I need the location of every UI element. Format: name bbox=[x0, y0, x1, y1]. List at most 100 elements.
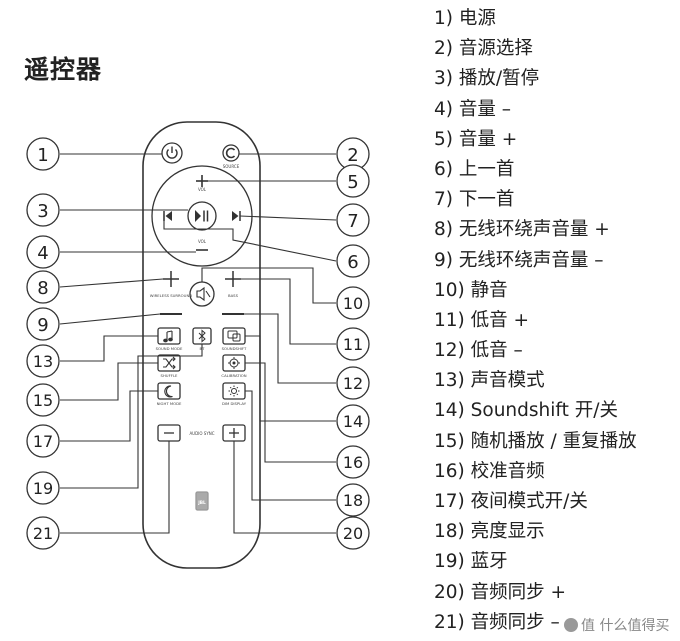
svg-text:17: 17 bbox=[33, 432, 53, 451]
sound-mode-button[interactable] bbox=[157, 327, 181, 345]
callout-6: 6 bbox=[336, 244, 370, 278]
callout-19: 19 bbox=[26, 471, 60, 505]
svg-text:3: 3 bbox=[37, 201, 48, 222]
svg-text:6: 6 bbox=[347, 252, 358, 273]
audio-sync-up-button[interactable] bbox=[222, 424, 246, 442]
power-button[interactable] bbox=[161, 142, 183, 164]
soundshift-button[interactable] bbox=[222, 327, 246, 345]
callout-13: 13 bbox=[26, 344, 60, 378]
power-icon bbox=[166, 146, 178, 159]
sun-icon bbox=[228, 385, 240, 397]
play-pause-icon bbox=[195, 210, 201, 222]
callout-16: 16 bbox=[336, 445, 370, 479]
legend-item: 19) 蓝牙 bbox=[434, 551, 508, 573]
legend-item: 8) 无线环绕声音量 + bbox=[434, 219, 610, 241]
svg-text:4: 4 bbox=[37, 243, 48, 264]
next-track-button[interactable] bbox=[232, 211, 241, 221]
legend-item: 18) 亮度显示 bbox=[434, 521, 545, 543]
svg-text:13: 13 bbox=[33, 352, 53, 371]
legend-item: 2) 音源选择 bbox=[434, 38, 533, 60]
previous-track-button[interactable] bbox=[163, 211, 172, 221]
moon-icon bbox=[164, 385, 173, 398]
calibration-label: CALIBRATION bbox=[221, 373, 246, 378]
svg-text:1: 1 bbox=[37, 145, 48, 166]
callout-21: 21 bbox=[26, 516, 60, 550]
source-button[interactable]: SOURCE bbox=[222, 144, 240, 169]
callout-11: 11 bbox=[336, 327, 370, 361]
night-mode-button[interactable] bbox=[157, 382, 181, 400]
night-mode-label: NIGHT MODE bbox=[157, 401, 182, 406]
svg-text:15: 15 bbox=[33, 391, 53, 410]
audio-sync-label: AUDIO SYNC bbox=[189, 431, 214, 436]
legend-item: 16) 校准音频 bbox=[434, 460, 545, 482]
legend-item: 13) 声音模式 bbox=[434, 370, 545, 392]
callout-20: 20 bbox=[336, 516, 370, 550]
volume-up-button[interactable] bbox=[196, 175, 208, 187]
svg-text:5: 5 bbox=[347, 172, 358, 193]
svg-text:16: 16 bbox=[343, 453, 363, 472]
legend-item: 3) 播放/暂停 bbox=[434, 68, 540, 90]
dim-display-button[interactable] bbox=[222, 382, 246, 400]
callout-1: 1 bbox=[26, 137, 60, 171]
legend-item: 12) 低音 – bbox=[434, 340, 523, 362]
soundshift-label: SOUNDSHIFT bbox=[222, 346, 247, 351]
shuffle-button[interactable] bbox=[157, 354, 181, 372]
dim-display-label: DIM DISPLAY bbox=[222, 401, 247, 406]
bluetooth-icon bbox=[198, 329, 206, 343]
callout-14: 14 bbox=[336, 404, 370, 438]
remote-diagram: SOURCE VOL VOL WIRELESS SURROUND BA bbox=[26, 121, 370, 569]
svg-text:12: 12 bbox=[343, 374, 363, 393]
legend-item: 4) 音量 – bbox=[434, 98, 511, 120]
wireless-surround-label: WIRELESS SURROUND bbox=[150, 293, 193, 298]
source-icon bbox=[225, 147, 236, 159]
legend-item: 21) 音频同步 – bbox=[434, 611, 560, 633]
callout-9: 9 bbox=[26, 307, 60, 341]
svg-text:8: 8 bbox=[37, 278, 48, 299]
watermark-text: 值 什么值得买 bbox=[581, 618, 670, 634]
vol-label: VOL bbox=[198, 187, 207, 192]
leader-lines bbox=[59, 153, 337, 534]
svg-text:20: 20 bbox=[343, 524, 363, 543]
soundshift-icon bbox=[227, 330, 241, 342]
shuffle-label: SHUFFLE bbox=[161, 373, 179, 378]
legend-item: 20) 音频同步 + bbox=[434, 581, 567, 603]
mute-button[interactable] bbox=[189, 281, 215, 307]
legend-item: 6) 上一首 bbox=[434, 158, 515, 180]
svg-text:9: 9 bbox=[37, 315, 48, 336]
legend-item: 1) 电源 bbox=[434, 8, 496, 29]
bass-up-button[interactable] bbox=[225, 271, 241, 287]
callout-5: 5 bbox=[336, 164, 370, 198]
calibration-icon bbox=[228, 357, 240, 369]
legend-item: 15) 随机播放 / 重复播放 bbox=[434, 430, 637, 452]
jbl-logo-text: JBL bbox=[197, 500, 206, 506]
legend-item: 9) 无线环绕声音量 – bbox=[434, 249, 604, 271]
callout-8: 8 bbox=[26, 270, 60, 304]
bluetooth-button[interactable] bbox=[192, 327, 212, 345]
legend-item: 14) Soundshift 开/关 bbox=[434, 400, 618, 422]
mute-icon bbox=[196, 286, 205, 302]
vol-bottom-label: VOL bbox=[198, 239, 207, 244]
legend-item: 5) 音量 + bbox=[434, 128, 518, 150]
play-pause-button[interactable] bbox=[187, 201, 217, 231]
page-title: 遥控器 bbox=[24, 55, 103, 84]
watermark: 值 什么值得买 bbox=[560, 614, 674, 636]
callout-3: 3 bbox=[26, 193, 60, 227]
callout-15: 15 bbox=[26, 383, 60, 417]
svg-text:2: 2 bbox=[347, 145, 358, 166]
calibration-button[interactable] bbox=[222, 354, 246, 372]
jbl-logo bbox=[195, 491, 209, 511]
callout-17: 17 bbox=[26, 424, 60, 458]
callout-10: 10 bbox=[336, 286, 370, 320]
legend-item: 17) 夜间模式开/关 bbox=[434, 491, 588, 512]
shuffle-icon bbox=[163, 356, 176, 370]
music-note-icon bbox=[163, 330, 173, 343]
bass-label: BASS bbox=[228, 293, 239, 298]
svg-text:10: 10 bbox=[343, 294, 363, 313]
svg-text:19: 19 bbox=[33, 479, 53, 498]
svg-text:14: 14 bbox=[343, 412, 363, 431]
audio-sync-down-button[interactable] bbox=[157, 424, 181, 442]
source-label: SOURCE bbox=[223, 164, 240, 169]
wireless-surround-up-button[interactable] bbox=[163, 271, 179, 287]
legend-item: 7) 下一首 bbox=[434, 189, 515, 211]
svg-text:21: 21 bbox=[33, 524, 53, 543]
